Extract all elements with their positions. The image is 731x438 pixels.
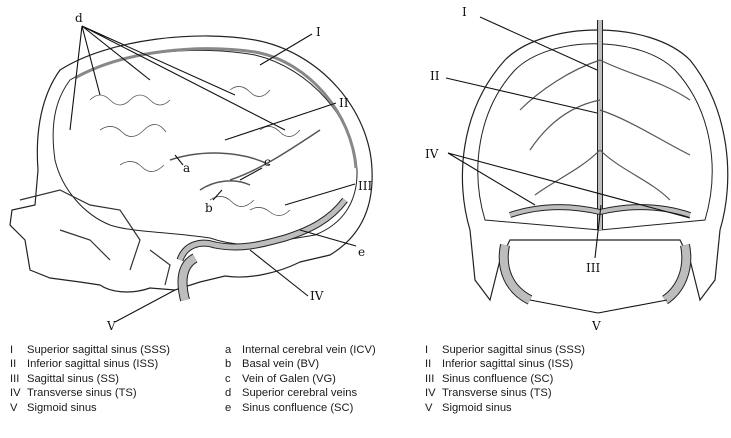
pointer-line-V [115, 290, 175, 322]
label-e: e [358, 245, 365, 259]
label-II-right: II [430, 69, 440, 83]
lateral-sss [75, 49, 356, 168]
pointer-line-d [70, 26, 285, 130]
posterior-brain-outline [478, 44, 712, 230]
label-V-left: V [106, 319, 116, 333]
label-IV-right: IV [425, 147, 439, 161]
label-I-left: I [316, 25, 321, 39]
pointer-line-I [260, 34, 312, 65]
posterior-pointer-lines [446, 17, 690, 313]
label-II-left: II [339, 96, 349, 110]
pointer-line-V-right [530, 300, 667, 313]
label-d: d [75, 11, 83, 25]
label-b: b [205, 201, 213, 215]
label-IV-left: IV [310, 289, 324, 303]
lateral-internal-veins [170, 130, 320, 190]
pointer-line-c [240, 168, 262, 180]
pointer-line-e [300, 230, 356, 246]
label-V-right: V [591, 319, 601, 333]
pointer-line-IV [250, 250, 308, 296]
posterior-sigmoid-left-fill [504, 245, 530, 300]
pointer-line-b [213, 190, 222, 200]
label-a: a [183, 161, 190, 175]
lateral-gyri [90, 86, 300, 215]
label-c: c [264, 155, 271, 169]
label-I-right: I [462, 5, 467, 19]
label-III-right: III [586, 261, 600, 275]
lateral-pointer-lines [70, 26, 356, 322]
pointer-line-II [225, 103, 336, 140]
lateral-skull-outline [10, 36, 372, 292]
lateral-skull-base [20, 190, 170, 285]
pointer-line-I-right [480, 17, 597, 70]
label-III-left: III [358, 179, 372, 193]
